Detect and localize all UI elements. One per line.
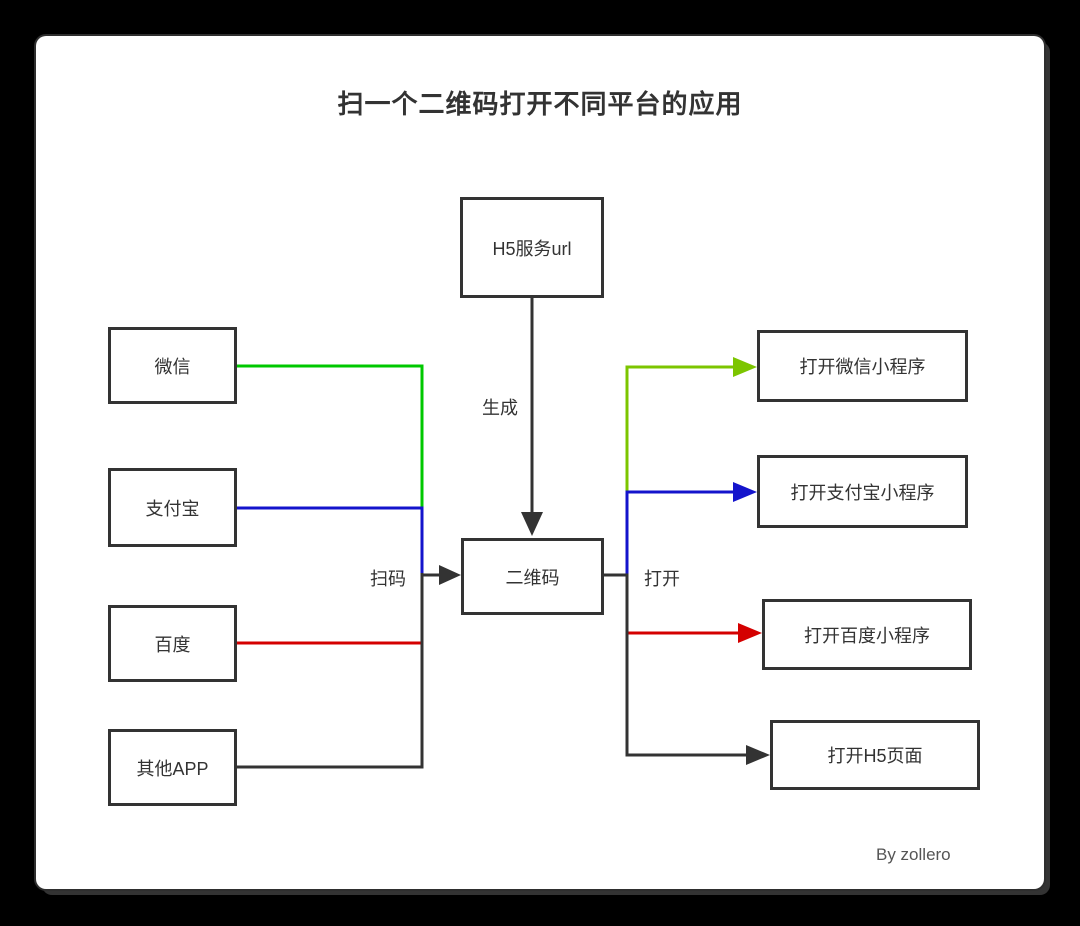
edge-label-open: 打开	[644, 569, 680, 589]
node-other-app: 其他APP	[108, 729, 237, 806]
node-baidu: 百度	[108, 605, 237, 682]
node-h5-service-url: H5服务url	[460, 197, 604, 298]
edge-label-generate: 生成	[482, 398, 518, 418]
node-open-baidu-miniprogram: 打开百度小程序	[762, 599, 972, 670]
diagram-title: 扫一个二维码打开不同平台的应用	[337, 89, 743, 119]
credit-text: By zollero	[876, 845, 951, 864]
node-open-h5-page: 打开H5页面	[770, 720, 980, 790]
node-qrcode: 二维码	[461, 538, 604, 615]
node-wechat: 微信	[108, 327, 237, 404]
node-alipay: 支付宝	[108, 468, 237, 547]
node-open-alipay-miniprogram: 打开支付宝小程序	[757, 455, 968, 528]
edge-label-scan: 扫码	[370, 569, 406, 589]
node-open-wechat-miniprogram: 打开微信小程序	[757, 330, 968, 402]
